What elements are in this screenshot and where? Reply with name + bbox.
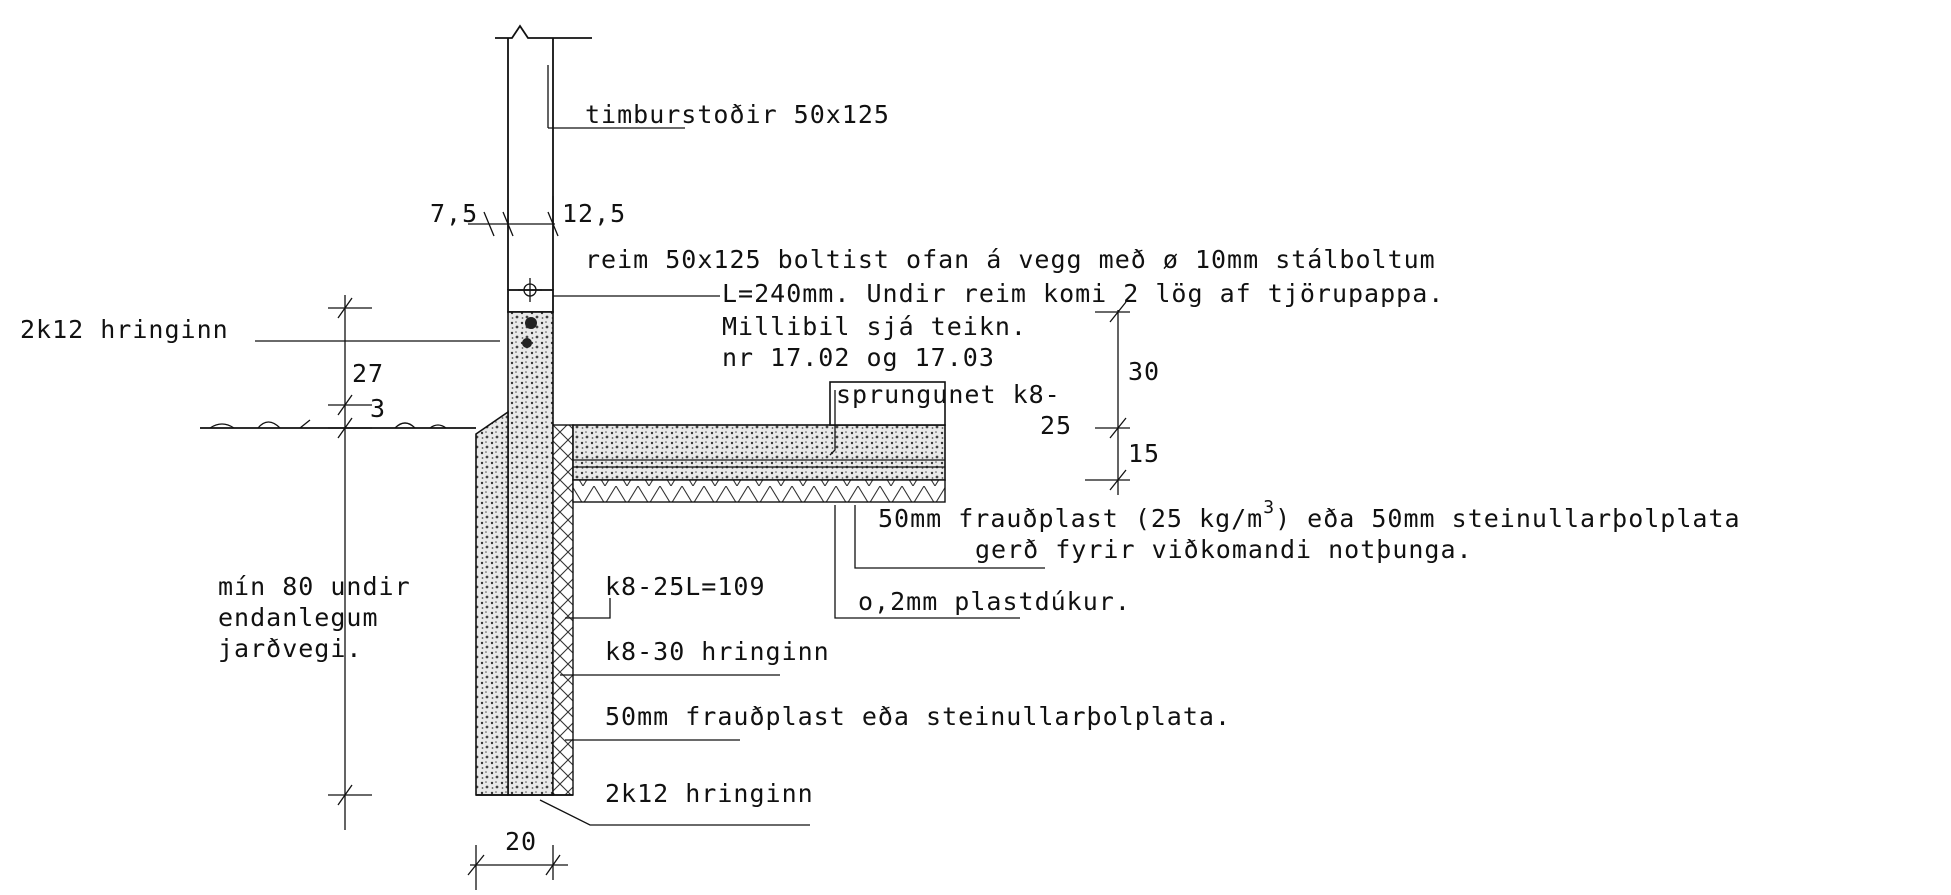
label-ring-top: 2k12 hringinn: [20, 315, 229, 344]
label-foam-wall: 50mm frauðplast eða steinullarþolplata.: [605, 702, 1231, 731]
label-sill-plate-3: Millibil sjá teikn.: [722, 312, 1027, 341]
ground-line: [200, 419, 476, 429]
dimension-lines: [328, 196, 1130, 890]
label-timber-stud: timburstoðir 50x125: [585, 100, 890, 129]
label-crack-net: sprungunet k8-: [836, 380, 1061, 409]
label-dim-15: 15: [1128, 439, 1160, 468]
leader-lines: [255, 65, 1045, 826]
label-plastic-sheet: o,2mm plastdúkur.: [858, 587, 1131, 616]
label-foam-slab-1: 50mm frauðplast (25 kg/m3) eða 50mm stei…: [878, 497, 1741, 533]
label-dim-20: 20: [505, 827, 537, 856]
label-dim-27: 27: [352, 359, 384, 388]
label-sill-plate-1: reim 50x125 boltist ofan á vegg með ø 10…: [585, 245, 1436, 274]
foundation-wall: [475, 311, 574, 796]
label-crack-net-25: 25: [1040, 411, 1072, 440]
timber-stud: [495, 24, 592, 290]
label-dim-30: 30: [1128, 357, 1160, 386]
label-min-depth-3: jarðvegi.: [218, 634, 362, 663]
label-k8-30: k8-30 hringinn: [605, 637, 830, 666]
label-min-depth-2: endanlegum: [218, 603, 379, 632]
label-ring-bottom: 2k12 hringinn: [605, 779, 814, 808]
label-dim-3: 3: [370, 394, 386, 423]
label-min-depth-1: mín 80 undir: [218, 572, 411, 601]
label-dim-7-5: 7,5: [430, 199, 478, 228]
label-sill-plate-4: nr 17.02 og 17.03: [722, 343, 995, 372]
label-k8-25: k8-25L=109: [605, 572, 766, 601]
label-sill-plate-2: L=240mm. Undir reim komi 2 lög af tjörup…: [722, 279, 1444, 308]
floor-slab: [572, 381, 946, 503]
sill-plate: [507, 278, 554, 313]
label-foam-slab-2: gerð fyrir viðkomandi notþunga.: [975, 535, 1473, 564]
label-dim-12-5: 12,5: [562, 199, 626, 228]
